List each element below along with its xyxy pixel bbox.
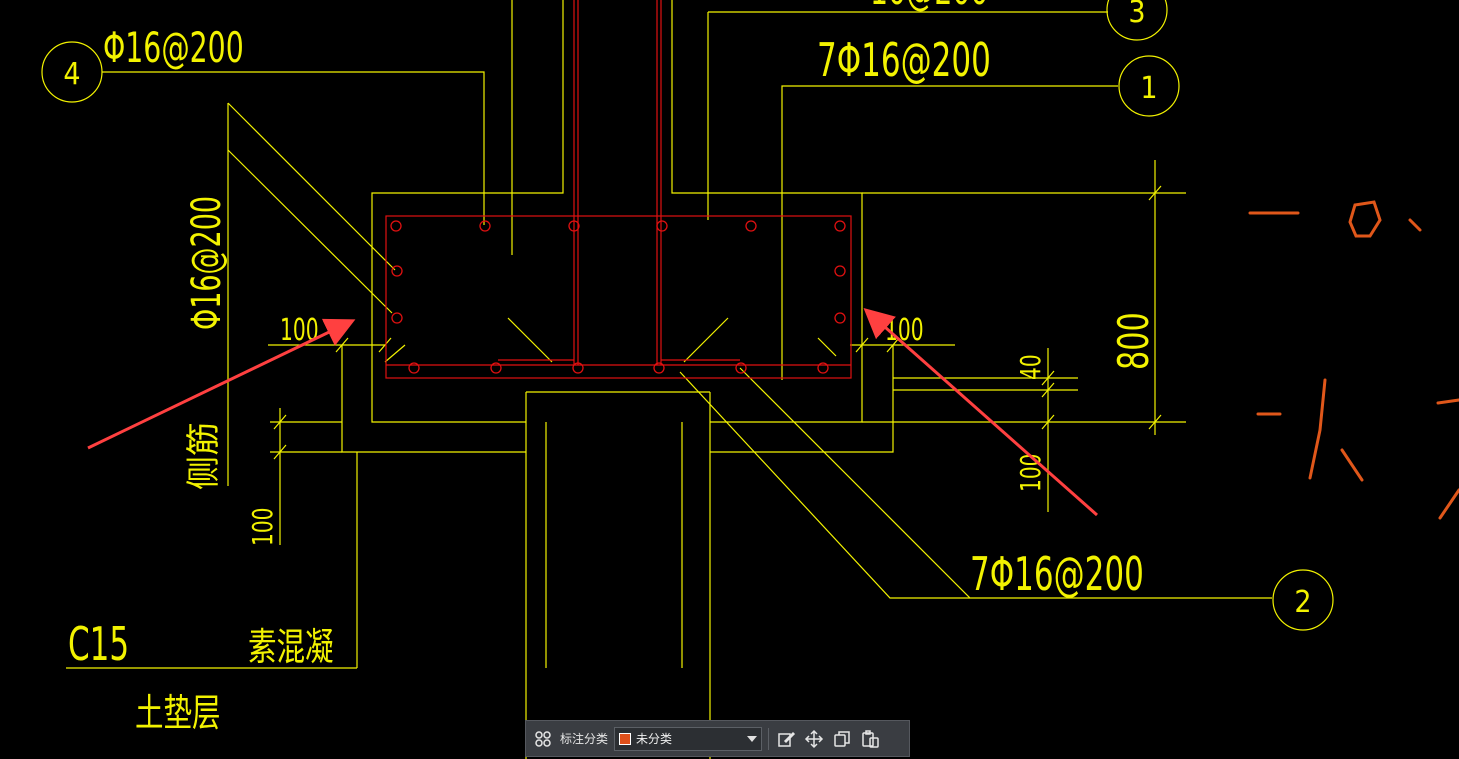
- dim-100-left: 100: [280, 313, 319, 348]
- svg-text:1: 1: [1140, 71, 1157, 106]
- callout-4: 4: [41, 41, 103, 103]
- callout-1: 1: [1118, 55, 1180, 117]
- dim-100-lower-left: 100: [245, 508, 278, 546]
- rebar-bars: [390, 220, 846, 374]
- cushion-layer-label: 土垫层: [135, 691, 220, 735]
- side-bar-label: 侧筋: [184, 422, 224, 490]
- rebar-label-top-right: 7Φ16@200: [817, 33, 991, 87]
- category-dropdown[interactable]: 未分类: [614, 726, 763, 751]
- svg-text:3: 3: [1128, 0, 1145, 30]
- callout-2: 2: [1272, 569, 1334, 631]
- concrete-grade-label: C15: [68, 617, 129, 671]
- rebar-cage: [385, 0, 852, 379]
- category-label: 标注分类: [560, 732, 609, 746]
- concrete-desc-label: 素混凝: [248, 625, 333, 669]
- category-value: 未分类: [636, 732, 673, 746]
- svg-text:4: 4: [63, 57, 80, 92]
- callout-3: 3: [1106, 0, 1168, 41]
- svg-text:2: 2: [1294, 585, 1311, 620]
- dim-800: 800: [1109, 312, 1158, 370]
- move-icon[interactable]: [803, 728, 825, 750]
- copy-icon[interactable]: [831, 728, 853, 750]
- dim-100-lower-right: 100: [1013, 454, 1046, 492]
- rebar-label-top-partial: 10@200: [870, 0, 988, 14]
- paste-icon[interactable]: [859, 728, 881, 750]
- category-color-swatch: [619, 732, 632, 745]
- dim-40: 40: [1013, 354, 1046, 380]
- chevron-down-icon: [747, 735, 758, 742]
- rebar-label-side: Φ16@200: [184, 196, 230, 330]
- handwriting-annotation: [1248, 200, 1459, 520]
- markup-arrows: [87, 308, 1098, 517]
- markup-arrow-left: [87, 318, 356, 450]
- annotation-toolbar: 标注分类 未分类: [525, 720, 910, 757]
- rebar-label-top-left: Φ16@200: [103, 24, 244, 73]
- toolbar-divider: [768, 727, 770, 750]
- rebar-label-bottom-right: 7Φ16@200: [970, 547, 1144, 601]
- edit-icon[interactable]: [775, 728, 797, 750]
- grid-icon[interactable]: [532, 728, 554, 750]
- markup-arrow-right: [863, 308, 1098, 517]
- structure-lines: [66, 0, 1272, 759]
